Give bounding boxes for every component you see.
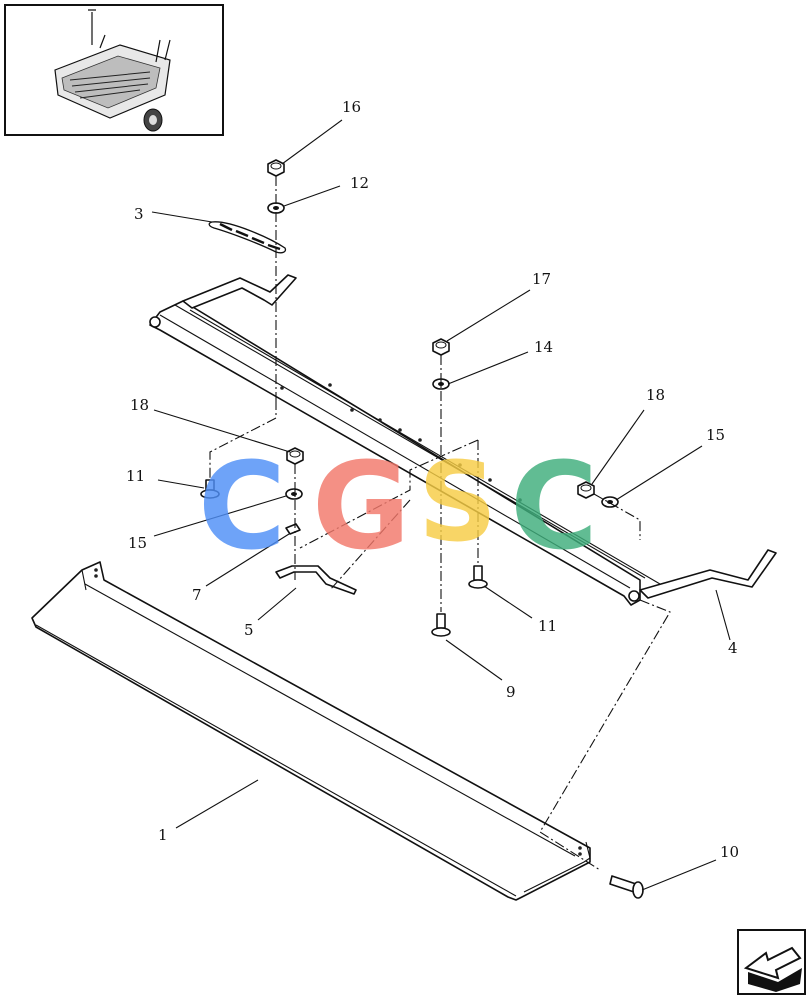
callout-15-right: 15 — [706, 426, 725, 444]
leader-lines — [151, 119, 731, 891]
callout-18-left: 18 — [130, 396, 149, 414]
part-3-chain — [208, 221, 287, 254]
part-4-channel-frame — [149, 274, 777, 606]
watermark-letter-2: G — [312, 438, 411, 577]
callout-17: 17 — [532, 270, 551, 288]
part-9-bolt — [431, 613, 451, 637]
part-17-nut — [432, 338, 450, 356]
watermark-letter-3: S — [418, 438, 497, 566]
callout-11-center: 11 — [538, 617, 557, 635]
watermark-letter-1: C — [198, 438, 286, 577]
part-11-bolt-left — [200, 479, 220, 499]
part-1-deflector-plate — [31, 561, 591, 901]
part-18-nut-left — [286, 447, 304, 465]
assembly-center-lines — [209, 176, 671, 871]
part-10-bolt — [609, 875, 644, 899]
callout-12: 12 — [350, 174, 369, 192]
part-7-clip — [285, 523, 301, 535]
callout-14: 14 — [534, 338, 553, 356]
callout-4: 4 — [728, 639, 738, 657]
callout-labels: 1 3 4 5 7 9 10 11 11 12 14 15 15 16 17 1… — [126, 98, 739, 861]
callout-7: 7 — [192, 586, 202, 604]
callout-15-left: 15 — [128, 534, 147, 552]
part-15-washer-left — [285, 488, 303, 500]
watermark-letter-4: C — [510, 438, 598, 577]
watermark: C G S C — [198, 438, 598, 577]
callout-1: 1 — [158, 826, 168, 844]
callout-9: 9 — [506, 683, 516, 701]
callout-3: 3 — [134, 205, 144, 223]
machine-overview-thumbnail[interactable] — [4, 4, 224, 136]
callout-5: 5 — [244, 621, 254, 639]
callout-11-left: 11 — [126, 467, 145, 485]
callout-16: 16 — [342, 98, 361, 116]
next-page-arrow-icon[interactable] — [737, 929, 806, 995]
part-16-nut — [267, 159, 285, 177]
part-5-bent-rod — [275, 565, 357, 595]
callout-18-right: 18 — [646, 386, 665, 404]
part-15-washer-right — [601, 496, 619, 508]
part-11-bolt-center — [468, 565, 488, 589]
callout-10: 10 — [720, 843, 739, 861]
